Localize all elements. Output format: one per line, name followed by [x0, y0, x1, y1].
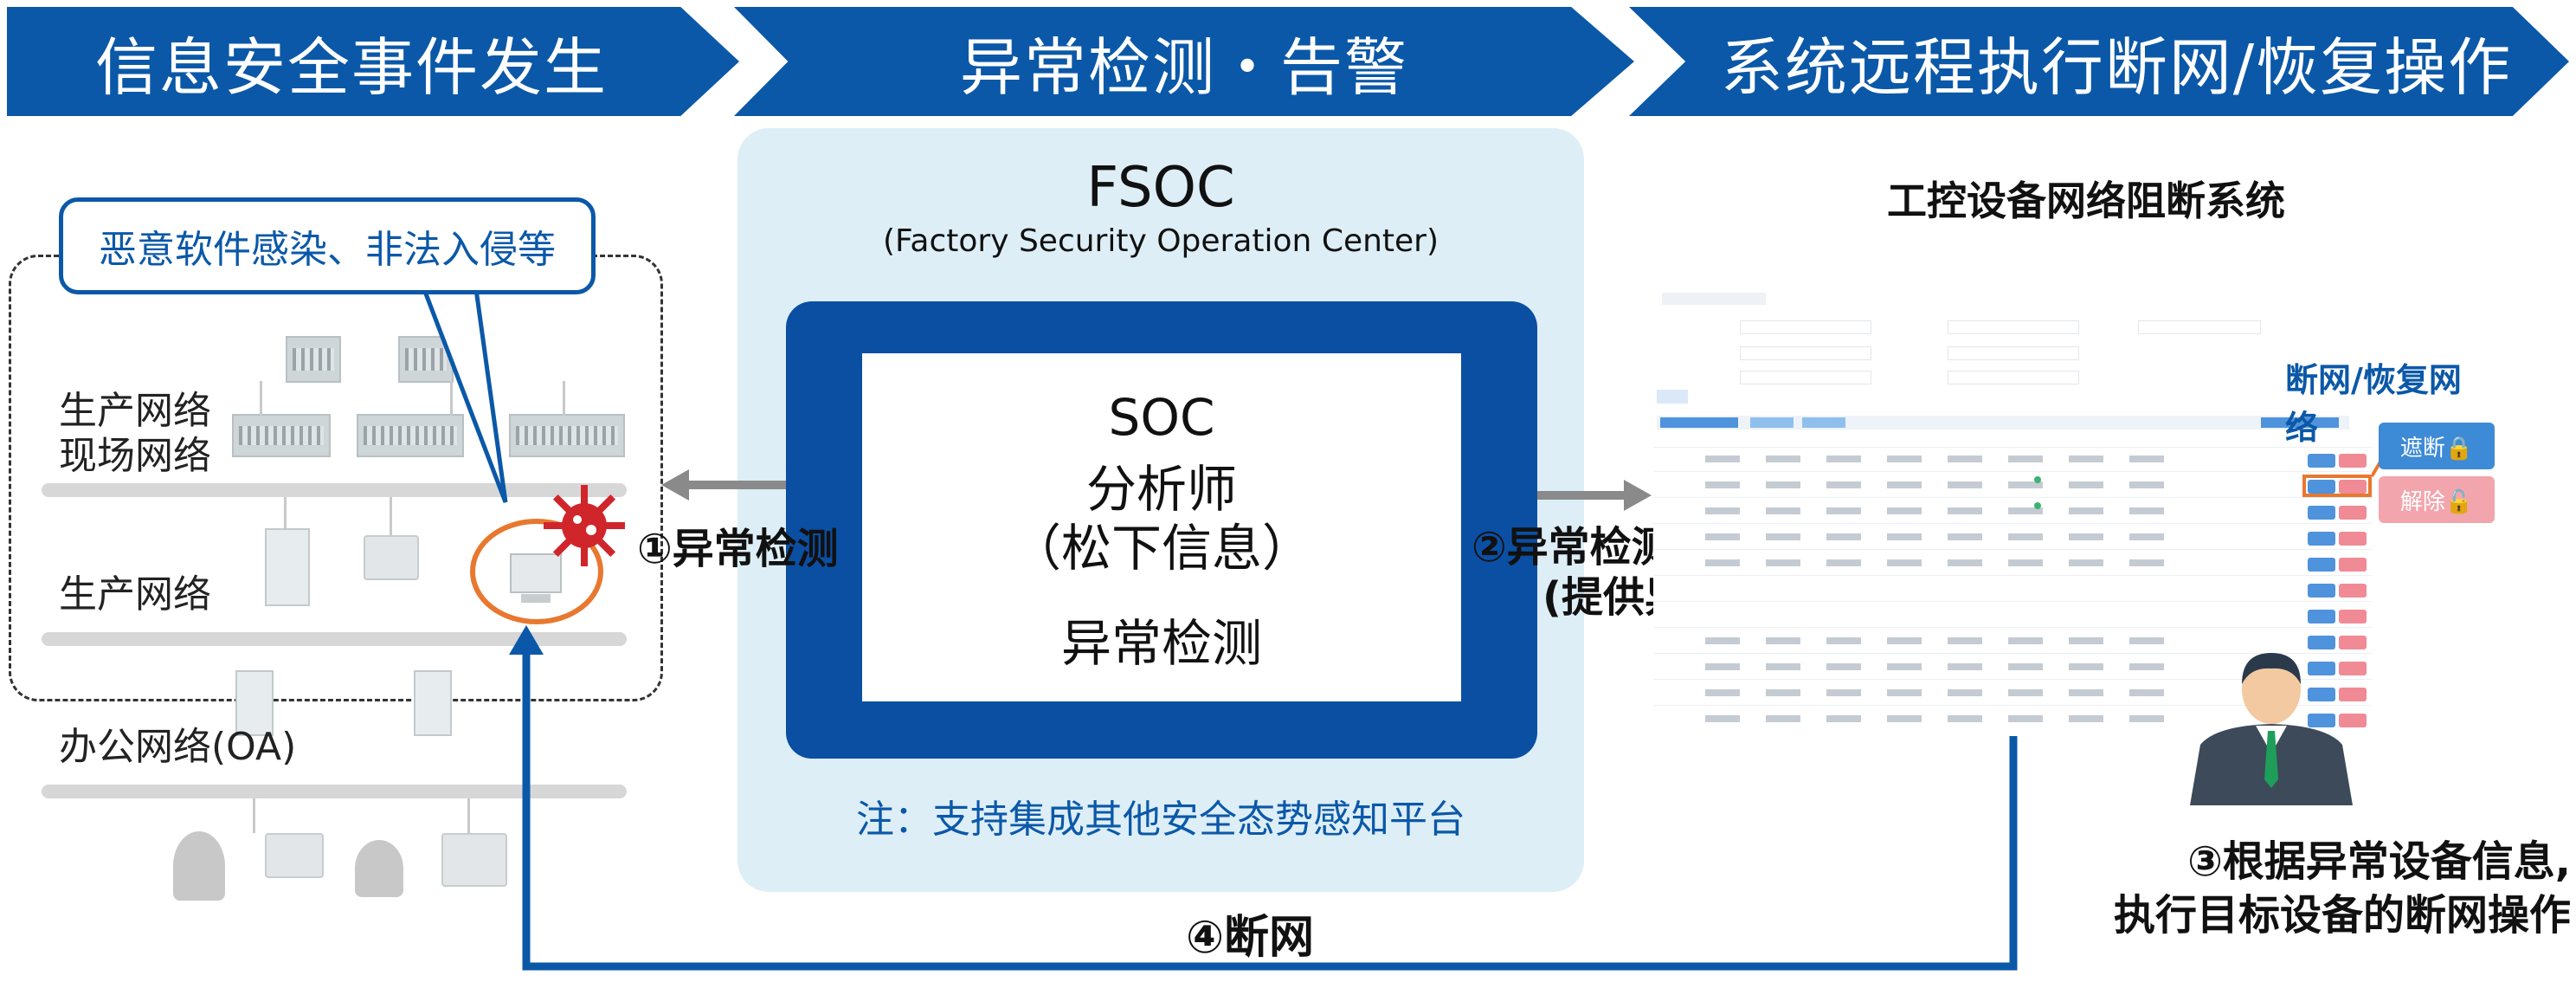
soc-label: SOC	[1108, 388, 1215, 447]
production-network-label: 生产网络	[59, 572, 211, 617]
plc-rack-icon	[232, 414, 331, 457]
soc-detection-label: 异常检测	[1060, 614, 1262, 673]
office-laptop-icon	[441, 833, 507, 887]
step4-label: ④断网	[1186, 912, 1315, 964]
header-step-remote-operation: 系统远程执行断网/恢复操作	[1629, 7, 2569, 116]
step3-line1: ③根据异常设备信息,	[2187, 837, 2571, 886]
system-title: 工控设备网络阻断系统	[1887, 178, 2285, 224]
arrow-head	[509, 625, 544, 655]
soc-analyst-box	[862, 353, 1461, 701]
fsoc-title: FSOC	[1086, 156, 1235, 220]
production-network-bus	[42, 632, 627, 646]
server-icon	[265, 528, 310, 606]
office-user-icon	[355, 840, 403, 897]
step3-line2: 执行目标设备的断网操作	[2113, 891, 2571, 940]
release-button[interactable]: 解除🔓	[2379, 476, 2495, 523]
office-network-bus	[42, 785, 627, 798]
fsoc-note: 注：支持集成其他安全态势感知平台	[856, 798, 1465, 842]
block-button[interactable]: 遮断🔒	[2379, 423, 2495, 469]
threat-callout: 恶意软件感染、非法入侵等	[59, 197, 596, 294]
header-step-detection: 异常检测・告警	[734, 7, 1634, 116]
workstation-icon	[364, 535, 419, 580]
office-network-label: 办公网络(OA)	[59, 725, 297, 769]
infected-terminal-icon	[470, 519, 603, 624]
plc-device-icon	[286, 336, 341, 383]
fsoc-subtitle: (Factory Security Operation Center)	[882, 223, 1439, 259]
soc-analyst-label: 分析师	[1085, 460, 1237, 519]
block-restore-label: 断网/恢复网络	[2285, 361, 2462, 447]
office-server-icon	[414, 670, 452, 736]
field-network-bus	[42, 483, 627, 497]
virus-icon	[544, 485, 625, 566]
field-network-label-1: 生产网络	[59, 389, 211, 433]
arrow-head	[661, 469, 689, 501]
plc-rack-icon	[357, 414, 464, 457]
office-server-icon	[235, 670, 274, 736]
step1-label: ①异常检测	[637, 525, 839, 573]
plc-rack-icon	[509, 414, 625, 457]
step3-label: ③根据异常设备信息, 执行目标设备的断网操作	[2017, 835, 2571, 942]
office-user-icon	[173, 831, 225, 901]
field-network-label-2: 现场网络	[59, 434, 211, 478]
soc-company-label: （松下信息）	[1010, 519, 1312, 578]
office-pc-icon	[265, 833, 324, 878]
arrow-head	[1624, 480, 1652, 511]
operator-icon	[2190, 653, 2353, 805]
header-step-incident: 信息安全事件发生	[7, 7, 739, 116]
